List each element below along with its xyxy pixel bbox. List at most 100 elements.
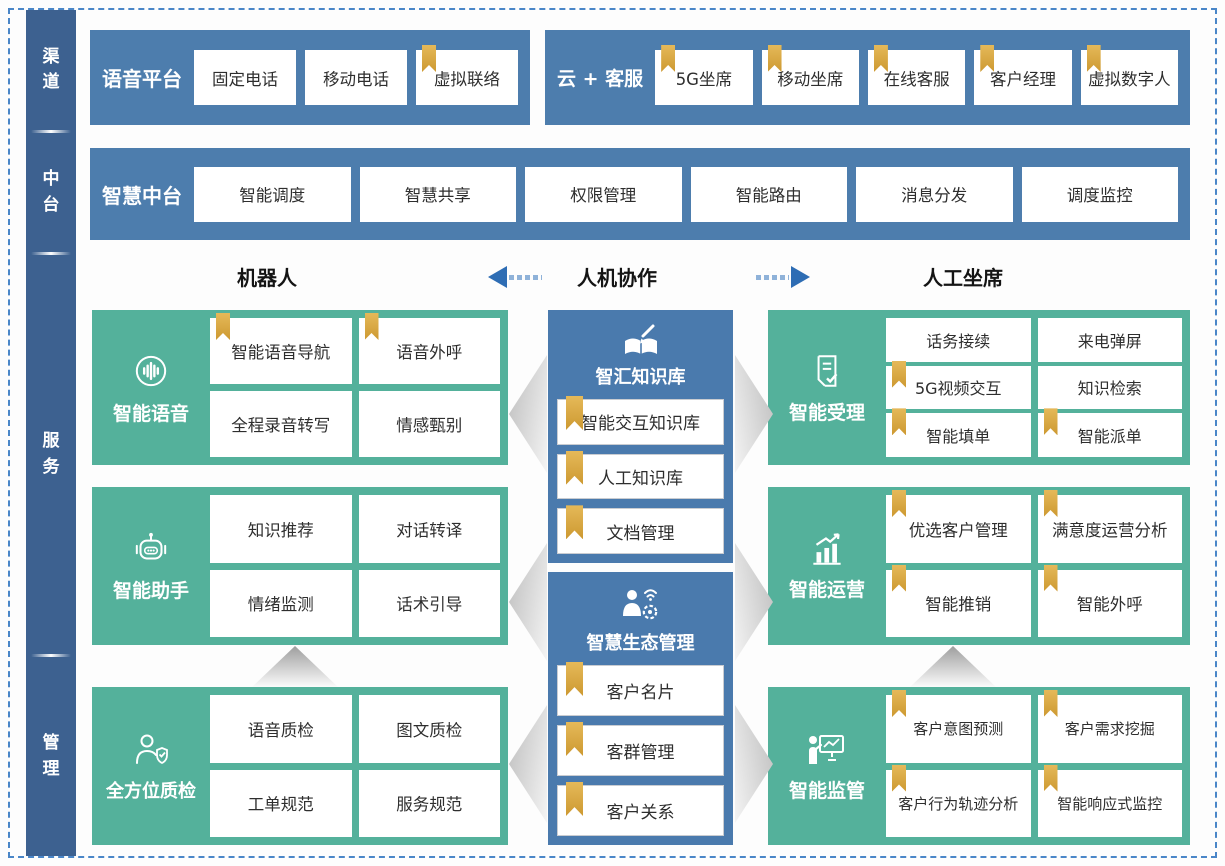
feature-item-label: 优选客户管理	[908, 520, 1008, 540]
feature-item: 权限管理	[525, 166, 682, 222]
block-title: 智能受理	[788, 401, 865, 424]
feature-item-label: 人工知识库	[598, 469, 683, 489]
feature-item-label: 话术引导	[396, 595, 463, 615]
feature-item: 全程录音转写	[210, 391, 352, 457]
bookmark-ribbon-icon	[1043, 564, 1058, 592]
smart-voice-items: 智能语音导航语音外呼全程录音转写情感甄别	[210, 313, 500, 457]
smart-voice-block: 智能语音 智能语音导航语音外呼全程录音转写情感甄别	[92, 310, 508, 465]
feature-item-label: 智能路由	[735, 186, 802, 205]
left-arrow-icon	[488, 266, 544, 288]
layer-sidebar: 渠道 中台 服务 管理	[26, 10, 76, 856]
feature-item-label: 智能调度	[239, 186, 306, 205]
right-arrow-icon	[754, 266, 810, 288]
block-title: 智能语音	[112, 402, 189, 425]
feature-item: 智能语音导航	[210, 313, 352, 384]
bookmark-ribbon-icon	[1043, 408, 1058, 436]
smart-voice-header: 智能语音	[100, 350, 202, 426]
block-title: 智汇知识库	[595, 367, 686, 388]
feature-item-label: 话务接续	[926, 331, 991, 351]
knowledge-base-block: 智汇知识库 智能交互知识库人工知识库文档管理	[548, 310, 733, 563]
feature-item: 文档管理	[557, 505, 724, 555]
feature-item-label: 服务规范	[396, 795, 463, 815]
bookmark-ribbon-icon	[566, 450, 583, 485]
smart-operation-header: 智能运营	[776, 530, 878, 602]
block-title: 全方位质检	[106, 780, 196, 802]
feature-item: 服务规范	[358, 769, 500, 837]
bookmark-ribbon-icon	[661, 45, 676, 72]
quality-check-block: 全方位质检 语音质检图文质检工单规范服务规范	[92, 687, 508, 845]
block-title: 智能监管	[788, 780, 865, 802]
feature-item: 话务接续	[886, 318, 1031, 362]
bookmark-ribbon-icon	[1043, 490, 1058, 517]
bookmark-ribbon-icon	[873, 45, 888, 72]
feature-item: 客户名片	[557, 662, 724, 716]
header-robot: 机器人	[237, 266, 297, 290]
bookmark-ribbon-icon	[892, 764, 906, 792]
feature-item-label: 情感甄别	[396, 416, 463, 435]
person-shield-icon	[130, 730, 172, 770]
bookmark-ribbon-icon	[566, 662, 583, 696]
smart-assistant-block: 智能助手 知识推荐对话转译情绪监测话术引导	[92, 487, 508, 645]
feature-item: 语音质检	[210, 695, 352, 763]
bookmark-ribbon-icon	[892, 690, 906, 717]
feature-item-label: 客户经理	[989, 69, 1056, 89]
bookmark-ribbon-icon	[566, 396, 583, 430]
smart-assistant-header: 智能助手	[100, 529, 202, 603]
feature-item: 调度监控	[1021, 166, 1178, 222]
sidebar-section-management: 管理	[26, 657, 76, 856]
feature-item-label: 语音质检	[247, 720, 314, 740]
feature-item-label: 移动坐席	[777, 69, 844, 89]
quality-check-header: 全方位质检	[100, 730, 202, 803]
block-title: 云 + 客服	[557, 68, 644, 90]
bookmark-ribbon-icon	[892, 564, 906, 592]
feature-item-label: 智能交互知识库	[581, 414, 700, 435]
eco-management-items: 客户名片客群管理客户关系	[557, 662, 724, 836]
feature-item-label: 虚拟联络	[434, 69, 500, 89]
feature-item: 人工知识库	[557, 450, 724, 500]
feature-item: 智能派单	[1037, 408, 1182, 457]
feature-item-label: 满意度运营分析	[1052, 520, 1168, 540]
voice-platform-block: 语音平台 固定电话移动电话虚拟联络	[90, 30, 530, 125]
feature-item: 智能响应式监控	[1037, 764, 1182, 837]
dashed-border	[8, 8, 1217, 858]
feature-item-label: 客户名片	[606, 683, 675, 703]
feature-item: 虚拟联络	[416, 45, 518, 105]
bookmark-ribbon-icon	[566, 782, 583, 816]
feature-item: 情感甄别	[358, 391, 500, 457]
sidebar-label: 渠道	[42, 46, 60, 93]
feature-item-label: 客户行为轨迹分析	[898, 794, 1019, 813]
smart-operation-block: 智能运营 优选客户管理满意度运营分析智能推销智能外呼	[768, 487, 1190, 645]
feature-item-label: 智能外呼	[1076, 595, 1143, 615]
smart-assistant-items: 知识推荐对话转译情绪监测话术引导	[210, 495, 500, 637]
document-check-icon	[808, 351, 846, 391]
feature-item-label: 客户需求挖掘	[1064, 720, 1155, 739]
smart-operation-items: 优选客户管理满意度运营分析智能推销智能外呼	[886, 490, 1182, 637]
feature-item-label: 情绪监测	[247, 595, 314, 615]
block-title: 智能运营	[788, 579, 865, 601]
feature-item-label: 来电弹屏	[1077, 331, 1142, 351]
feature-item-label: 5G坐席	[675, 69, 732, 89]
feature-item-label: 知识推荐	[247, 520, 314, 540]
bookmark-ribbon-icon	[892, 360, 906, 388]
feature-item: 知识推荐	[210, 495, 352, 563]
smart-supervision-block: 智能监管 客户意图预测客户需求挖掘客户行为轨迹分析智能响应式监控	[768, 687, 1190, 845]
feature-item-label: 消息分发	[901, 186, 968, 205]
feature-item-label: 全程录音转写	[231, 416, 331, 435]
feature-item: 消息分发	[856, 166, 1013, 222]
sidebar-section-channel: 渠道	[26, 10, 76, 130]
feature-item: 在线客服	[867, 45, 966, 105]
header-agent: 人工坐席	[923, 266, 1003, 290]
feature-item-label: 智慧共享	[404, 186, 471, 205]
bookmark-ribbon-icon	[1086, 45, 1101, 72]
sidebar-label: 中台	[42, 169, 60, 215]
feature-item-label: 移动电话	[323, 69, 389, 89]
middle-platform-items: 智能调度 智慧共享 权限管理 智能路由 消息分发 调度监控	[194, 166, 1178, 222]
feature-item: 情绪监测	[210, 569, 352, 637]
feature-item-label: 工单规范	[247, 795, 314, 815]
bookmark-ribbon-icon	[216, 313, 230, 340]
book-pen-icon	[624, 323, 657, 354]
feature-item: 5G视频交互	[886, 360, 1031, 410]
feature-item-label: 调度监控	[1066, 186, 1133, 205]
